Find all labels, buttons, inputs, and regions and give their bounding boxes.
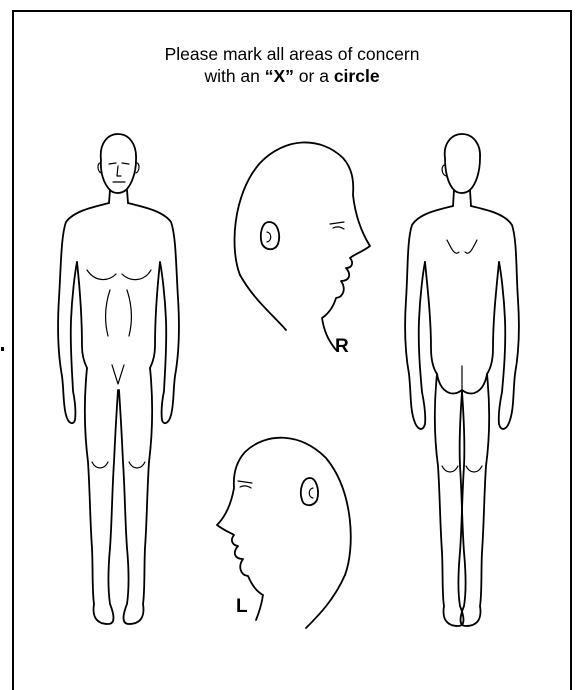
- head-right-profile[interactable]: [235, 142, 370, 350]
- back-body-figure[interactable]: [405, 134, 519, 626]
- right-side-label: R: [335, 336, 349, 357]
- front-body-figure[interactable]: [58, 134, 179, 624]
- left-side-label: L: [236, 596, 248, 617]
